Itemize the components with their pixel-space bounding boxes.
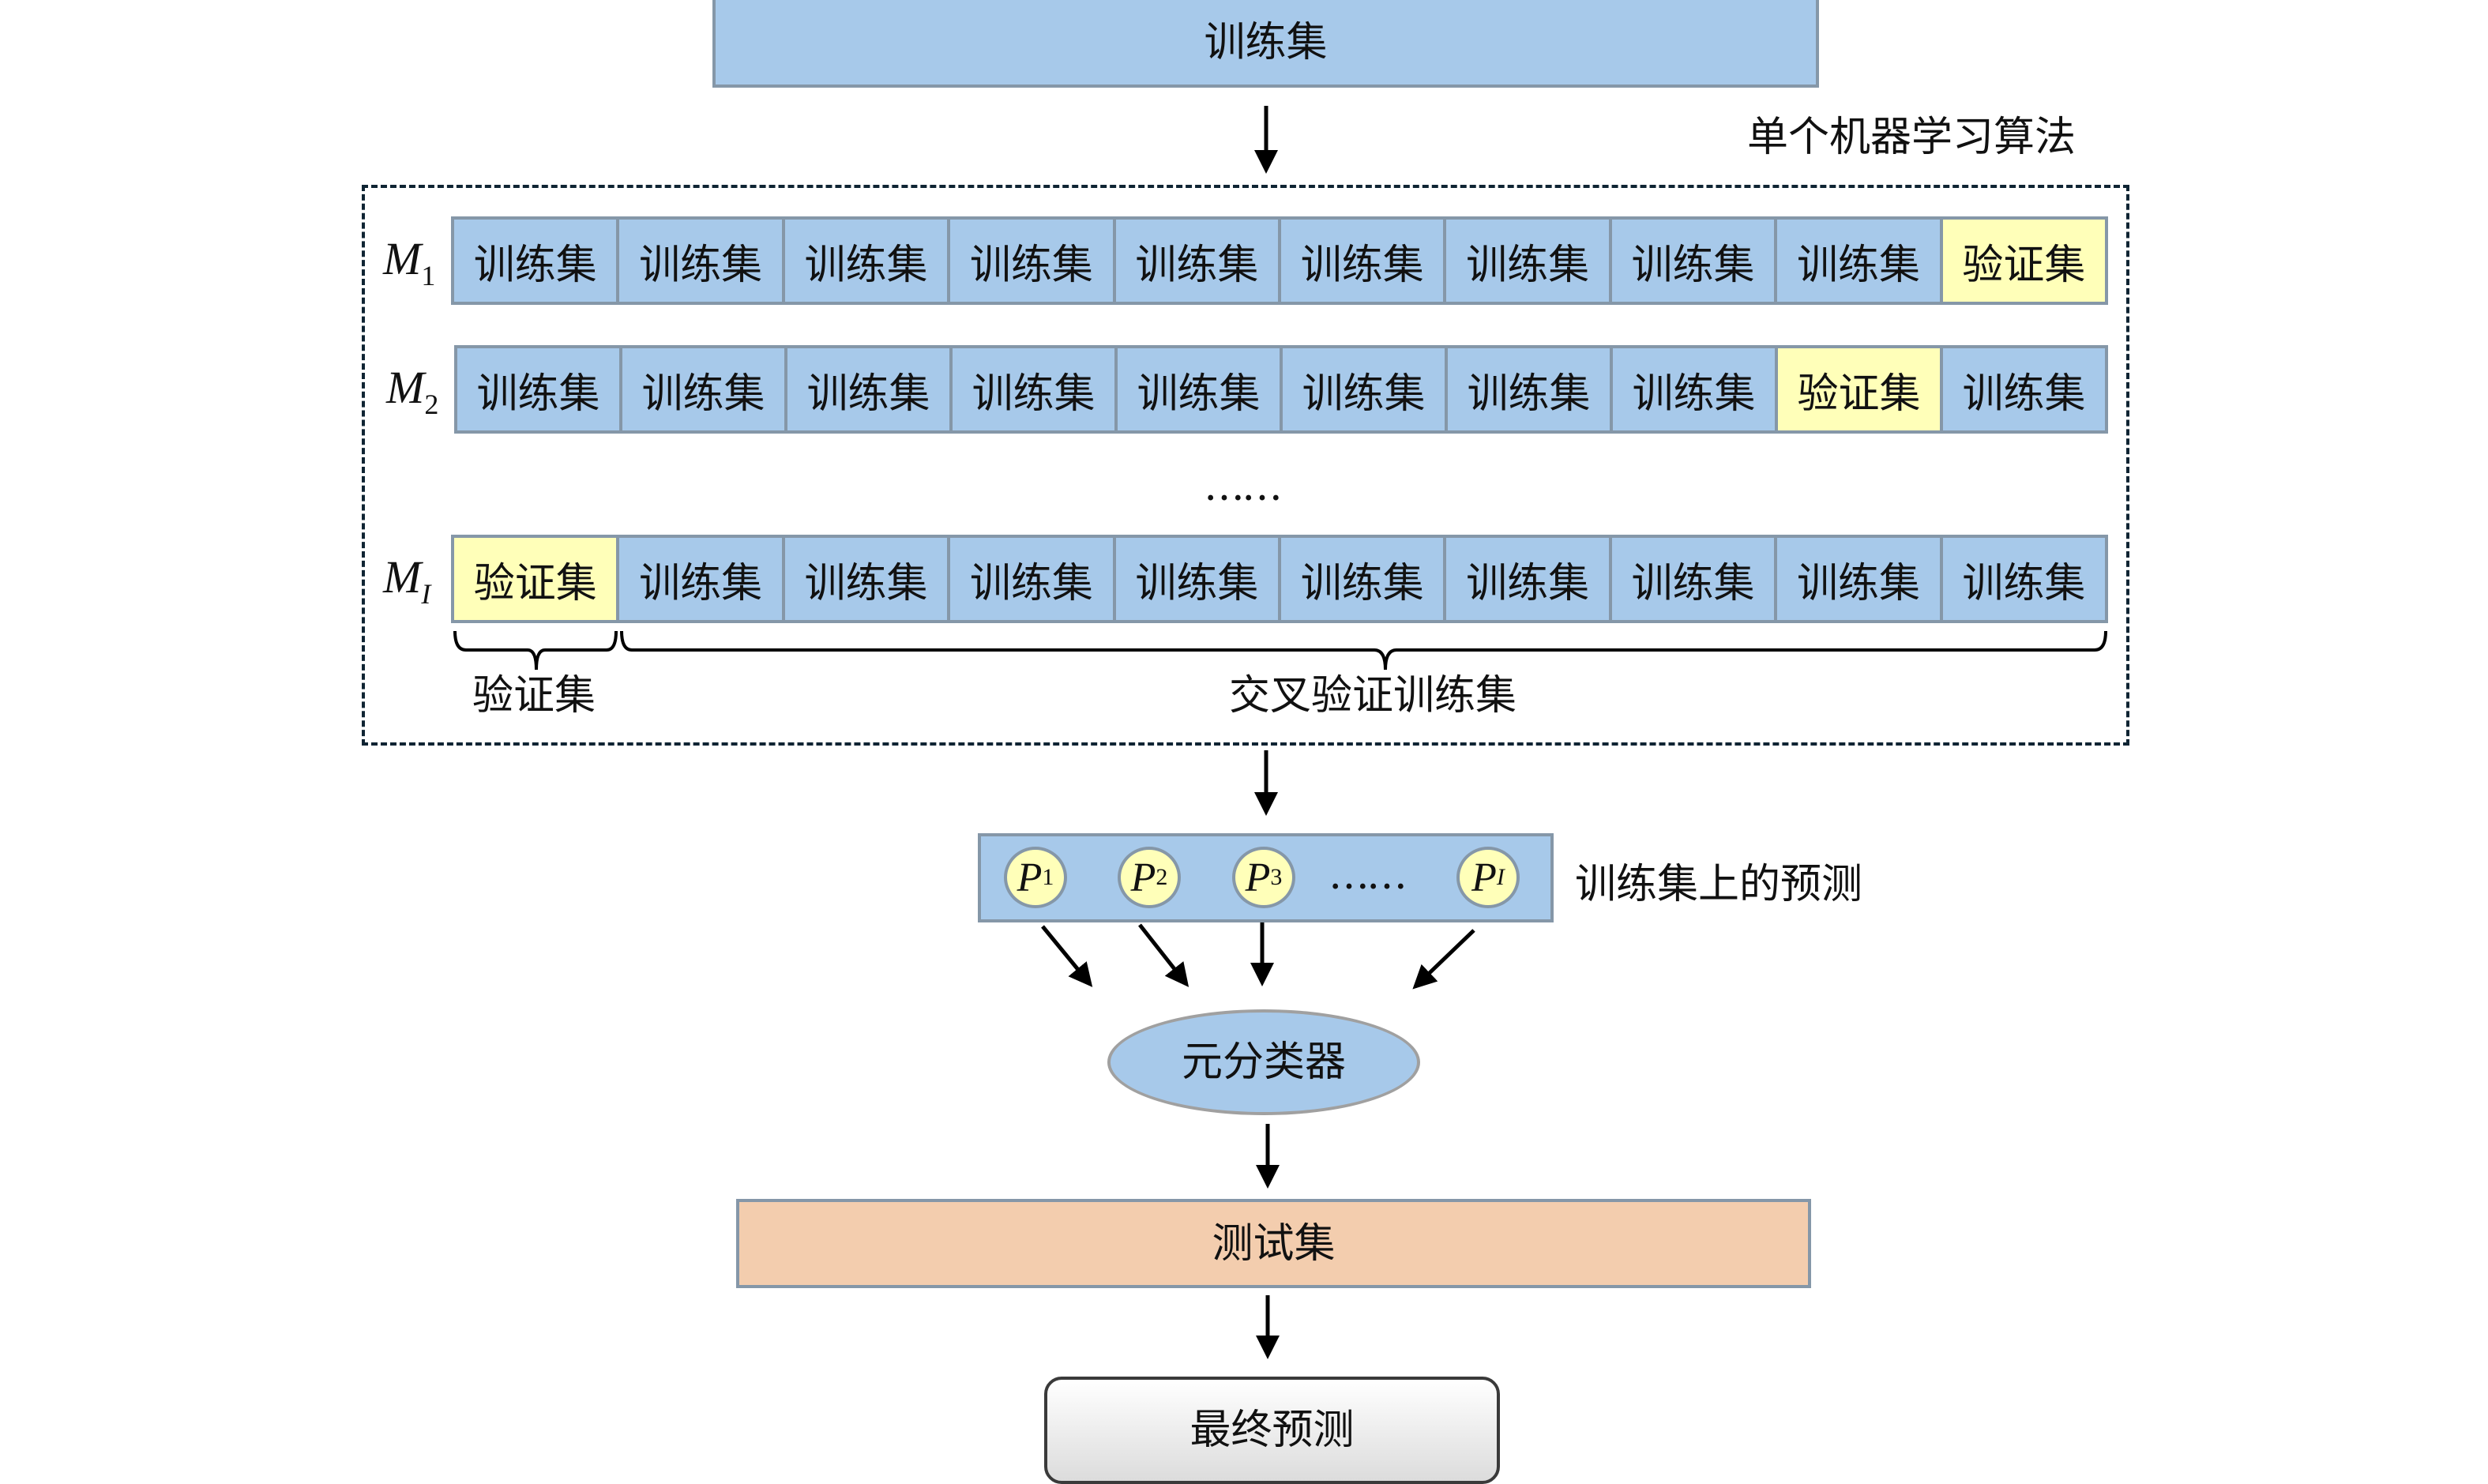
prediction-symbol: P [1471,855,1497,900]
arrow-p2-to-meta [1138,923,1190,987]
fold-model-label: M1 [383,232,435,292]
meta-classifier-label: 元分类器 [1181,1039,1346,1086]
training-fold-cell: 训练集 [953,348,1118,430]
training-fold-cell: 训练集 [454,220,620,302]
prediction-subscript: 1 [1042,864,1054,890]
prediction-symbol: P [1017,855,1043,900]
training-fold-cell: 训练集 [622,348,787,430]
training-fold-cell: 训练集 [1115,538,1282,620]
cross-validation-container [362,185,2129,746]
arrow-p1-to-meta [1041,925,1093,987]
model-subscript: 2 [424,389,439,420]
training-fold-cell: 训练集 [950,538,1116,620]
training-fold-cell: 训练集 [619,220,785,302]
test-set-label: 测试集 [1212,1219,1336,1268]
training-fold-cell: 训练集 [1446,538,1612,620]
training-fold-cell: 训练集 [1281,538,1447,620]
training-fold-cell: 训练集 [1943,348,2105,430]
test-set-box: 测试集 [736,1199,1811,1288]
training-fold-cell: 训练集 [1446,220,1612,302]
training-fold-cell: 训练集 [1115,220,1282,302]
fold-model-label: M2 [386,361,438,421]
final-prediction-box: 最终预测 [1044,1377,1500,1484]
validation-fold-cell: 验证集 [1942,220,2106,302]
fold-model-label: MI [383,550,430,611]
training-fold-cell: 训练集 [1613,348,1778,430]
training-fold-cell: 训练集 [1777,220,1943,302]
fold-row: 验证集训练集训练集训练集训练集训练集训练集训练集训练集训练集 [451,535,2108,623]
final-prediction-label: 最终预测 [1190,1407,1355,1454]
training-fold-cell: 训练集 [1283,348,1448,430]
training-fold-cell: 训练集 [787,348,953,430]
model-subscript: 1 [421,260,436,291]
prediction-subscript: 3 [1270,864,1283,890]
training-fold-cell: 训练集 [784,220,951,302]
fold-row: 训练集训练集训练集训练集训练集训练集训练集训练集训练集验证集 [451,216,2108,305]
training-fold-cell: 训练集 [1448,348,1613,430]
training-fold-cell: 训练集 [457,348,622,430]
training-fold-cell: 训练集 [1942,538,2106,620]
meta-classifier: 元分类器 [1107,1009,1420,1115]
prediction-symbol: P [1130,855,1156,900]
training-set-box: 训练集 [712,0,1819,88]
predictions-label: 训练集上的预测 [1575,861,1863,908]
training-fold-cell: 训练集 [1281,220,1447,302]
training-fold-cell: 训练集 [1118,348,1283,430]
training-fold-cell: 训练集 [1611,538,1778,620]
training-fold-cell: 训练集 [784,538,951,620]
training-set-label: 训练集 [1204,18,1328,66]
algorithm-label: 单个机器学习算法 [1747,114,2076,161]
cv-training-brace [620,630,2107,671]
model-symbol: M [383,551,422,603]
prediction-subscript: 2 [1156,864,1168,890]
training-fold-cell: 训练集 [619,538,785,620]
training-fold-cell: 训练集 [950,220,1116,302]
training-fold-cell: 训练集 [1777,538,1943,620]
prediction-subscript: I [1496,864,1505,890]
model-symbol: M [383,233,422,284]
predictions-ellipsis: …… [1329,851,1407,899]
training-fold-cell: 训练集 [1611,220,1778,302]
folds-ellipsis: …… [1204,463,1283,510]
validation-brace-label: 验证集 [472,672,596,719]
cv-training-brace-label: 交叉验证训练集 [1229,672,1517,719]
validation-fold-cell: 验证集 [454,538,620,620]
validation-fold-cell: 验证集 [1778,348,1943,430]
arrow-pi-to-meta [1412,929,1475,990]
model-symbol: M [386,362,425,413]
prediction-symbol: P [1245,855,1271,900]
fold-row: 训练集训练集训练集训练集训练集训练集训练集训练集验证集训练集 [454,345,2108,434]
validation-brace [453,630,618,671]
model-subscript: I [421,578,431,610]
